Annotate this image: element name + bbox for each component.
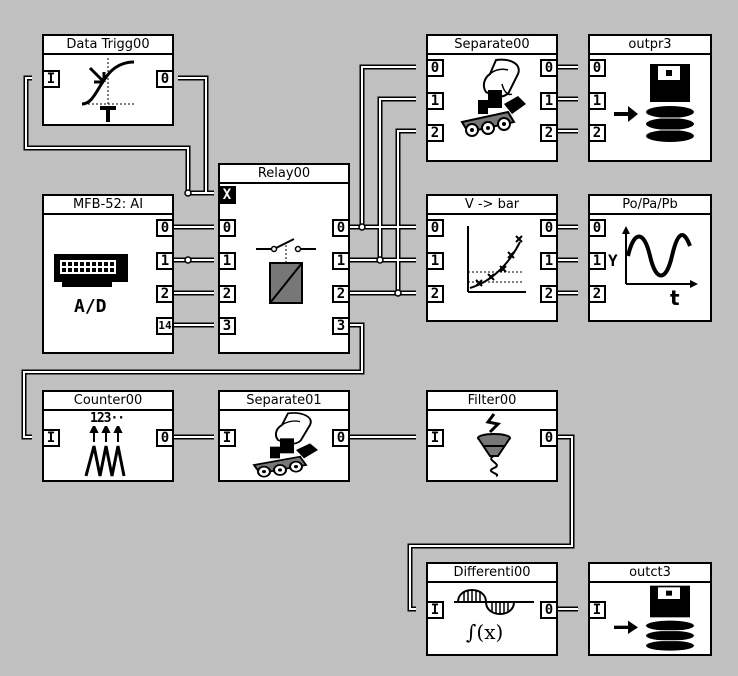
- separate00-out-port-2[interactable]: 2: [540, 124, 558, 142]
- v-bar-block[interactable]: V -> bar 0 1 2 0 1 2: [426, 194, 558, 322]
- relay-out-port-0[interactable]: 0: [332, 219, 350, 237]
- separate01-title: Separate01: [220, 392, 348, 411]
- trigger-curve-icon: [81, 58, 136, 122]
- outpr3-title: outpr3: [590, 36, 710, 55]
- wire-junction: [184, 256, 192, 264]
- filter-in-port[interactable]: I: [426, 429, 444, 447]
- outpr3-in-port-2[interactable]: 2: [588, 124, 606, 142]
- relay-in-port-0[interactable]: 0: [218, 219, 236, 237]
- separate00-block[interactable]: Separate00 0 1 2 0 1 2: [426, 34, 558, 162]
- v-bar-in-port-2[interactable]: 2: [426, 285, 444, 303]
- wire: [377, 96, 416, 260]
- ad-card-icon: [54, 254, 128, 287]
- separate00-in-port-2[interactable]: 2: [426, 124, 444, 142]
- separate00-out-port-0[interactable]: 0: [540, 59, 558, 77]
- outct3-title: outct3: [590, 564, 710, 583]
- filter-out-port[interactable]: 0: [540, 429, 558, 447]
- counter-out-port[interactable]: 0: [156, 429, 174, 447]
- mfb-out-port-1[interactable]: 1: [156, 252, 174, 270]
- wire-junction: [394, 289, 402, 297]
- separate01-block[interactable]: Separate01 I 0: [218, 390, 350, 482]
- counter-title: Counter00: [44, 392, 172, 411]
- counter-in-port[interactable]: I: [42, 429, 60, 447]
- separate00-title: Separate00: [428, 36, 556, 55]
- relay-switch-icon: [256, 238, 316, 304]
- outct3-block[interactable]: outct3 I: [588, 562, 712, 656]
- differenti-out-port[interactable]: 0: [540, 601, 558, 619]
- mfb-out-port-0[interactable]: 0: [156, 219, 174, 237]
- data-trigg-block[interactable]: Data Trigg00 I 0: [42, 34, 174, 126]
- mfb-title: MFB-52: AI: [44, 196, 172, 215]
- data-trigg-out-port[interactable]: 0: [156, 70, 174, 88]
- separate00-in-port-0[interactable]: 0: [426, 59, 444, 77]
- outpr3-block[interactable]: outpr3 0 1 2: [588, 34, 712, 162]
- relay-ctrl-port[interactable]: X: [218, 186, 236, 204]
- relay-in-port-2[interactable]: 2: [218, 285, 236, 303]
- relay-in-port-3[interactable]: 3: [218, 317, 236, 335]
- separate01-in-port[interactable]: I: [218, 429, 236, 447]
- data-trigg-title: Data Trigg00: [44, 36, 172, 55]
- wire-junction: [358, 223, 366, 231]
- wire-core: [361, 66, 416, 227]
- v-bar-in-port-0[interactable]: 0: [426, 219, 444, 237]
- wire-core: [397, 130, 416, 293]
- mfb-52-ai-block[interactable]: MFB-52: AI 0 1 2 14 A/D: [42, 194, 174, 354]
- outpr3-in-port-0[interactable]: 0: [588, 59, 606, 77]
- wire-core: [379, 98, 416, 260]
- po-pa-pb-in-port-0[interactable]: 0: [588, 219, 606, 237]
- filter-title: Filter00: [428, 392, 556, 411]
- filter-block[interactable]: Filter00 I 0: [426, 390, 558, 482]
- counter-pulse-icon: [84, 426, 126, 477]
- v-bar-out-port-2[interactable]: 2: [540, 285, 558, 303]
- po-pa-pb-in-port-1[interactable]: 1: [588, 252, 606, 270]
- separate00-out-port-1[interactable]: 1: [540, 92, 558, 110]
- po-pa-pb-title: Po/Pa/Pb: [590, 196, 710, 215]
- differenti-block[interactable]: Differenti00 I 0 ∫(x): [426, 562, 558, 656]
- relay-in-port-1[interactable]: 1: [218, 252, 236, 270]
- wire-junction: [184, 189, 192, 197]
- mfb-out-port-2[interactable]: 2: [156, 285, 174, 303]
- relay-out-port-2[interactable]: 2: [332, 285, 350, 303]
- relay-block[interactable]: Relay00 X 0 1 2 3 0 1 2 3: [218, 163, 350, 354]
- outct3-in-port[interactable]: I: [588, 601, 606, 619]
- wire-core: [178, 77, 214, 194]
- integral-wave-icon: [454, 589, 534, 615]
- counter-block[interactable]: Counter00 I 0 123··: [42, 390, 174, 482]
- outpr3-in-port-1[interactable]: 1: [588, 92, 606, 110]
- po-pa-pb-block[interactable]: Po/Pa/Pb 0 1 2 Y t: [588, 194, 712, 322]
- relay-out-port-1[interactable]: 1: [332, 252, 350, 270]
- mfb-caption: A/D: [74, 296, 107, 317]
- wire-junction: [376, 256, 384, 264]
- v-bar-title: V -> bar: [428, 196, 556, 215]
- differenti-in-port[interactable]: I: [426, 601, 444, 619]
- filter-funnel-icon: [477, 413, 511, 477]
- separate00-in-port-1[interactable]: 1: [426, 92, 444, 110]
- scatter-curve-icon: [467, 226, 526, 293]
- relay-title: Relay00: [220, 165, 348, 184]
- po-pa-pb-y-label: Y: [608, 251, 618, 270]
- relay-out-port-3[interactable]: 3: [332, 317, 350, 335]
- v-bar-out-port-1[interactable]: 1: [540, 252, 558, 270]
- data-trigg-in-port[interactable]: I: [42, 70, 60, 88]
- counter-digits: 123··: [90, 411, 125, 426]
- v-bar-in-port-1[interactable]: 1: [426, 252, 444, 270]
- save-disk-icon: [614, 64, 694, 142]
- differenti-title: Differenti00: [428, 564, 556, 583]
- save-disk-icon: [614, 585, 694, 651]
- separator-hand-icon: [460, 58, 526, 137]
- wire: [395, 128, 416, 293]
- differenti-formula: ∫(x): [466, 620, 504, 644]
- separate01-out-port[interactable]: 0: [332, 429, 350, 447]
- mfb-out-port-14[interactable]: 14: [156, 317, 174, 335]
- po-pa-pb-t-label: t: [670, 286, 680, 310]
- po-pa-pb-in-port-2[interactable]: 2: [588, 285, 606, 303]
- v-bar-out-port-0[interactable]: 0: [540, 219, 558, 237]
- wire: [359, 64, 416, 227]
- separator-hand-icon: [252, 412, 318, 478]
- sine-wave-icon: [622, 226, 698, 288]
- wire: [178, 75, 214, 196]
